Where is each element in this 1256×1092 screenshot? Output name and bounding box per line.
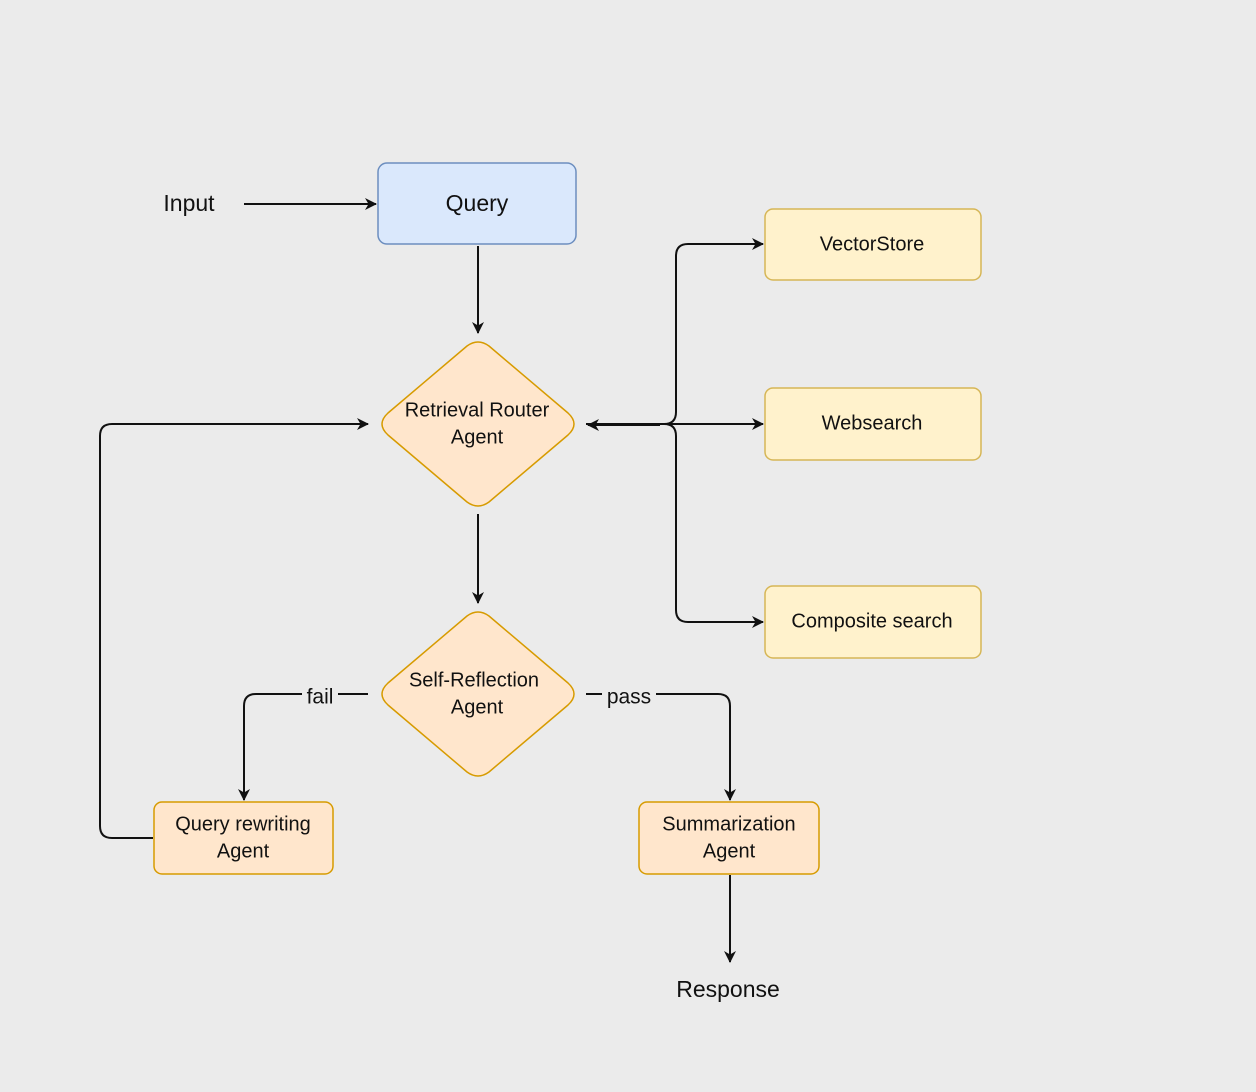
input-label: Input (163, 190, 215, 216)
query-node-box (377, 162, 577, 245)
vectorstore-node[interactable]: VectorStore (764, 208, 982, 281)
edge-label-fail-group: fail (302, 684, 338, 709)
retrieval-router-diamond (381, 341, 575, 507)
query-node-label: Query (446, 190, 509, 216)
self-reflection-diamond (381, 611, 575, 777)
edge-router-to-composite (663, 423, 764, 628)
self-reflection-node[interactable]: Self-Reflection Agent (381, 611, 575, 777)
query-rewriting-node-box (153, 801, 334, 875)
composite-search-node[interactable]: Composite search (764, 585, 982, 659)
self-reflection-label-line2: Agent (451, 696, 504, 718)
edge-reflection-to-rewriting (238, 693, 368, 801)
websearch-node-label: Websearch (822, 412, 923, 434)
edge-router-to-vectorstore (586, 238, 764, 425)
retrieval-router-label-line2: Agent (451, 426, 504, 448)
edge-reflection-to-summarization (586, 693, 736, 801)
vectorstore-node-label: VectorStore (820, 233, 925, 255)
edge-label-fail: fail (307, 686, 334, 709)
query-rewriting-label-line1: Query rewriting (175, 813, 311, 835)
edge-label-pass: pass (607, 686, 651, 709)
summarization-node-box (638, 801, 820, 875)
self-reflection-label-line1: Self-Reflection (409, 669, 539, 691)
summarization-node[interactable]: Summarization Agent (638, 801, 820, 875)
edge-label-pass-group: pass (602, 684, 656, 709)
summarization-label-line2: Agent (703, 840, 756, 862)
vectorstore-node-box (764, 208, 982, 281)
edges (99, 198, 764, 963)
summarization-label-line1: Summarization (662, 813, 795, 835)
composite-search-node-label: Composite search (791, 610, 952, 632)
websearch-node[interactable]: Websearch (764, 387, 982, 461)
retrieval-router-node[interactable]: Retrieval Router Agent (381, 341, 575, 507)
retrieval-router-label-line1: Retrieval Router (405, 399, 550, 421)
edge-rewriting-to-router (99, 418, 369, 839)
response-label: Response (676, 976, 780, 1002)
composite-search-node-box (764, 585, 982, 659)
query-rewriting-label-line2: Agent (217, 840, 270, 862)
query-rewriting-node[interactable]: Query rewriting Agent (153, 801, 334, 875)
query-node[interactable]: Query (377, 162, 577, 245)
websearch-node-box (764, 387, 982, 461)
